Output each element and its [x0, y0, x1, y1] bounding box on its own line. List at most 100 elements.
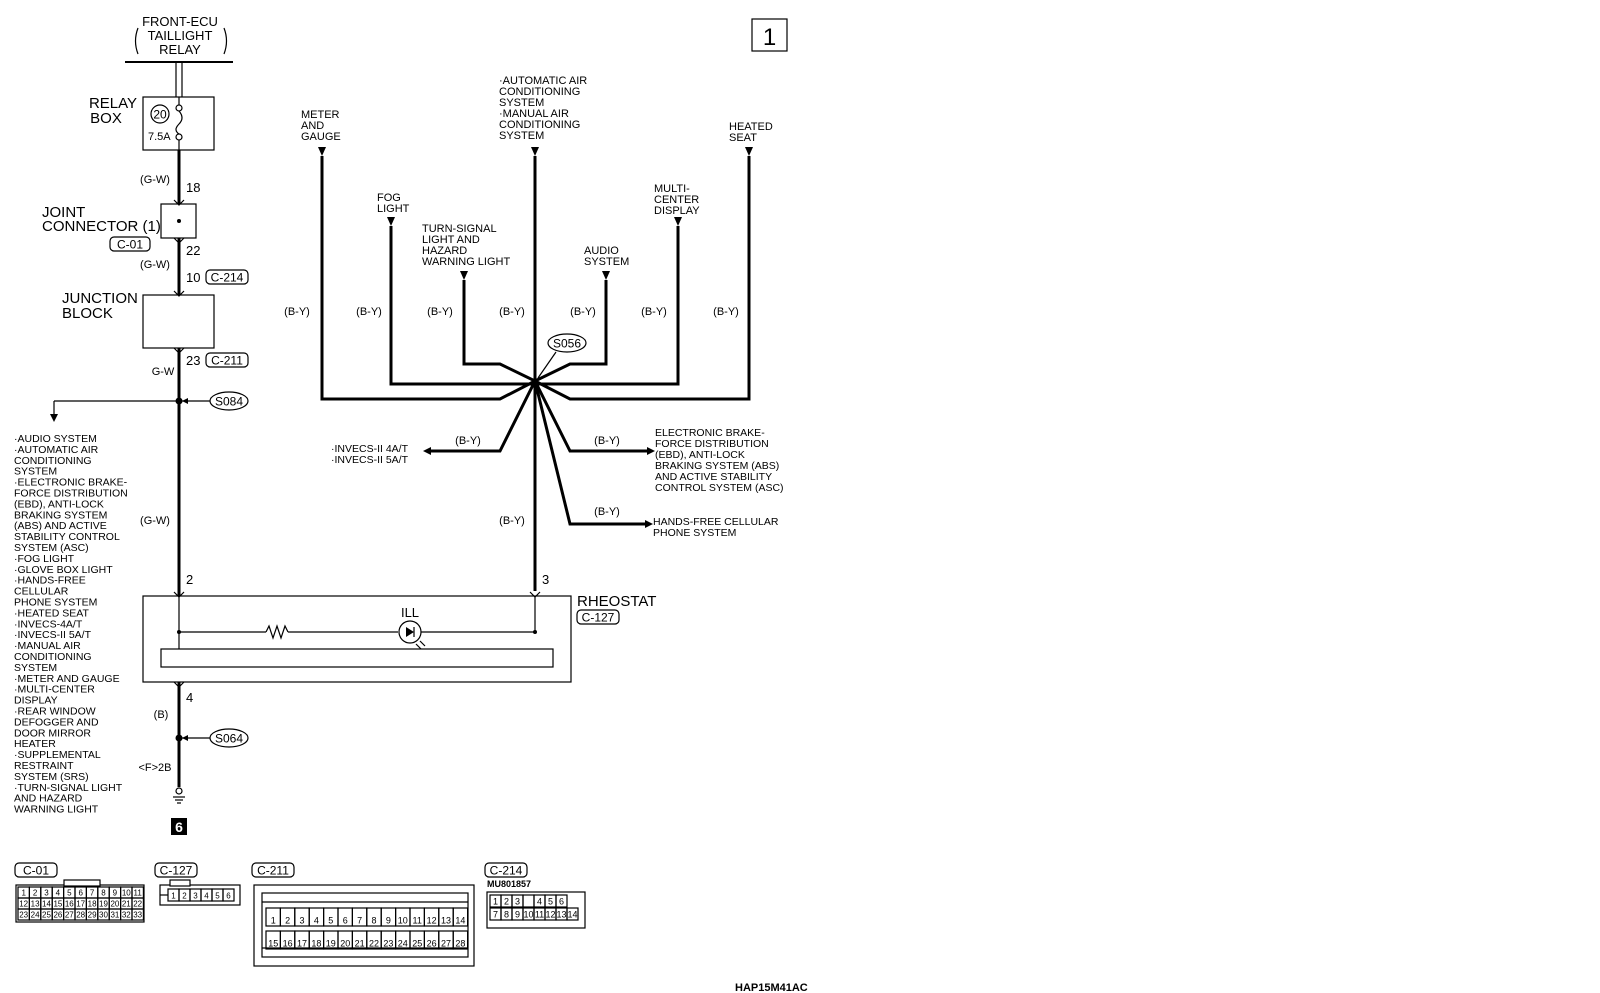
branch-item-line: PHONE SYSTEM	[14, 597, 97, 609]
c01-pin: 27	[65, 911, 74, 920]
c01-pin: 13	[31, 900, 40, 909]
branch-item-line: DEFOGGER AND	[14, 716, 99, 728]
c01-pin: 19	[99, 900, 108, 909]
figure-code: HAP15M41AC	[735, 982, 808, 993]
wire-label-by-3: (B-Y)	[427, 306, 453, 318]
dest-turn-line: WARNING LIGHT	[422, 256, 510, 268]
dest-ebd-line: FORCE DISTRIBUTION	[655, 438, 769, 450]
c127-pin: 1	[171, 892, 176, 901]
c127-pin-cell	[222, 888, 235, 902]
dest-phone-line: PHONE SYSTEM	[653, 527, 736, 539]
branch-item-line: ·HEATED SEAT	[14, 607, 89, 619]
wire-label-by-4: (B-Y)	[499, 306, 525, 318]
c211-pin: 14	[455, 916, 465, 926]
c01-housing	[15, 884, 145, 923]
pin-23: 23	[186, 353, 200, 368]
fuse-rating: 7.5A	[148, 131, 171, 143]
wire-label-by-8: (B-Y)	[455, 435, 481, 447]
branch-item-line: CONDITIONING	[14, 455, 92, 467]
c214-pin: 8	[504, 910, 509, 920]
branch-item-line: (EBD), ANTI-LOCK	[14, 498, 104, 510]
wire-label-gw-1: (G-W)	[140, 174, 170, 186]
ground-location: <F>2B	[138, 762, 171, 774]
c01-pin: 9	[113, 889, 118, 898]
top-arrows	[318, 147, 753, 280]
c211-pin: 17	[297, 939, 307, 949]
fuse-number-circle	[150, 104, 170, 124]
splice-s056: S056	[537, 333, 587, 379]
c01-tag-text: C-01	[117, 238, 143, 252]
rheostat: 2 3 ILL RHEOSTAT C-127	[142, 572, 656, 688]
dest-ebd-line: (EBD), ANTI-LOCK	[655, 449, 745, 461]
branch-item-line: FORCE DISTRIBUTION	[14, 488, 128, 500]
dest-meter-line: AND	[301, 120, 324, 132]
dest-ebd-line: BRAKING SYSTEM (ABS)	[655, 460, 779, 472]
dest-meter-line: METER	[301, 109, 340, 121]
c01-pin: 15	[53, 900, 62, 909]
lamp-label: ILL	[401, 605, 419, 620]
c211-pin-cell	[452, 907, 469, 927]
c214-pin: 11	[535, 910, 544, 920]
c01-pin: 24	[31, 911, 40, 920]
paren-right	[223, 27, 228, 55]
c127-tag-text: C-127	[582, 611, 615, 625]
wire-label-by-6: (B-Y)	[641, 306, 667, 318]
branch-item-line: ·TURN-SIGNAL LIGHT	[14, 782, 123, 794]
page-number: 1	[763, 24, 776, 51]
c211-tag-text: C-211	[257, 864, 289, 878]
branch-item-line: CELLULAR	[14, 586, 69, 598]
s056-label: S056	[553, 337, 581, 351]
c01-pin: 26	[53, 911, 62, 920]
branch-item-line: ·REAR WINDOW	[14, 705, 96, 717]
paren-left	[134, 27, 139, 55]
branch-item-line: SYSTEM	[14, 662, 57, 674]
c214-part-number: MU801857	[487, 879, 531, 889]
pin-4: 4	[186, 690, 193, 705]
dest-turn-line: TURN-SIGNAL	[422, 223, 497, 235]
dest-audio-line: SYSTEM	[584, 256, 629, 268]
s064-label: S064	[215, 732, 243, 746]
c214-pin: 12	[545, 910, 555, 920]
dest-multi-line: MULTI-	[654, 183, 690, 195]
dest-audio-line: AUDIO	[584, 245, 619, 257]
dest-multi-line: DISPLAY	[654, 205, 700, 217]
c211-pin: 5	[328, 916, 333, 926]
wire-label-b: (B)	[154, 709, 169, 721]
c01-tag	[109, 236, 151, 252]
dest-heated-line: SEAT	[729, 132, 757, 144]
wire-label-gw-2: (G-W)	[140, 259, 170, 271]
c01-pin: 31	[110, 911, 119, 920]
c211-pin: 20	[340, 939, 350, 949]
c211-pin: 23	[383, 939, 393, 949]
branch-item-line: ·INVECS-II 5A/T	[14, 629, 92, 641]
c211-pin: 16	[283, 939, 293, 949]
c211-pin: 28	[455, 939, 465, 949]
branch-item-line: ·GLOVE BOX LIGHT	[14, 564, 113, 576]
c214-pin: 7	[493, 910, 498, 920]
ground-icon: 6	[171, 787, 187, 835]
c01-pin: 22	[133, 900, 142, 909]
c01-pin: 6	[78, 889, 83, 898]
c211-pin: 13	[441, 916, 451, 926]
c214-pin: 14	[567, 910, 577, 920]
wire-label-by-10: (B-Y)	[594, 506, 620, 518]
c01-pin: 2	[33, 889, 38, 898]
c01-pin: 21	[122, 900, 131, 909]
c211-pin: 9	[386, 916, 391, 926]
branch-item-line: ·AUDIO SYSTEM	[14, 433, 97, 445]
c127-pin: 3	[193, 892, 198, 901]
joint-connector: JOINT CONNECTOR (1) C-01	[42, 199, 197, 252]
c211-pin: 25	[412, 939, 422, 949]
relay-box-label-2: BOX	[90, 110, 122, 127]
c01-pin: 28	[76, 911, 85, 920]
pin-10: 10	[186, 270, 200, 285]
c01-pin: 3	[44, 889, 49, 898]
c01-pin: 20	[110, 900, 119, 909]
c01-pin-cell	[131, 908, 144, 921]
fuse-number: 20	[153, 108, 167, 122]
splice-s064: S064	[175, 728, 249, 748]
c211-pin: 11	[413, 916, 422, 926]
c211-pin: 8	[371, 916, 376, 926]
